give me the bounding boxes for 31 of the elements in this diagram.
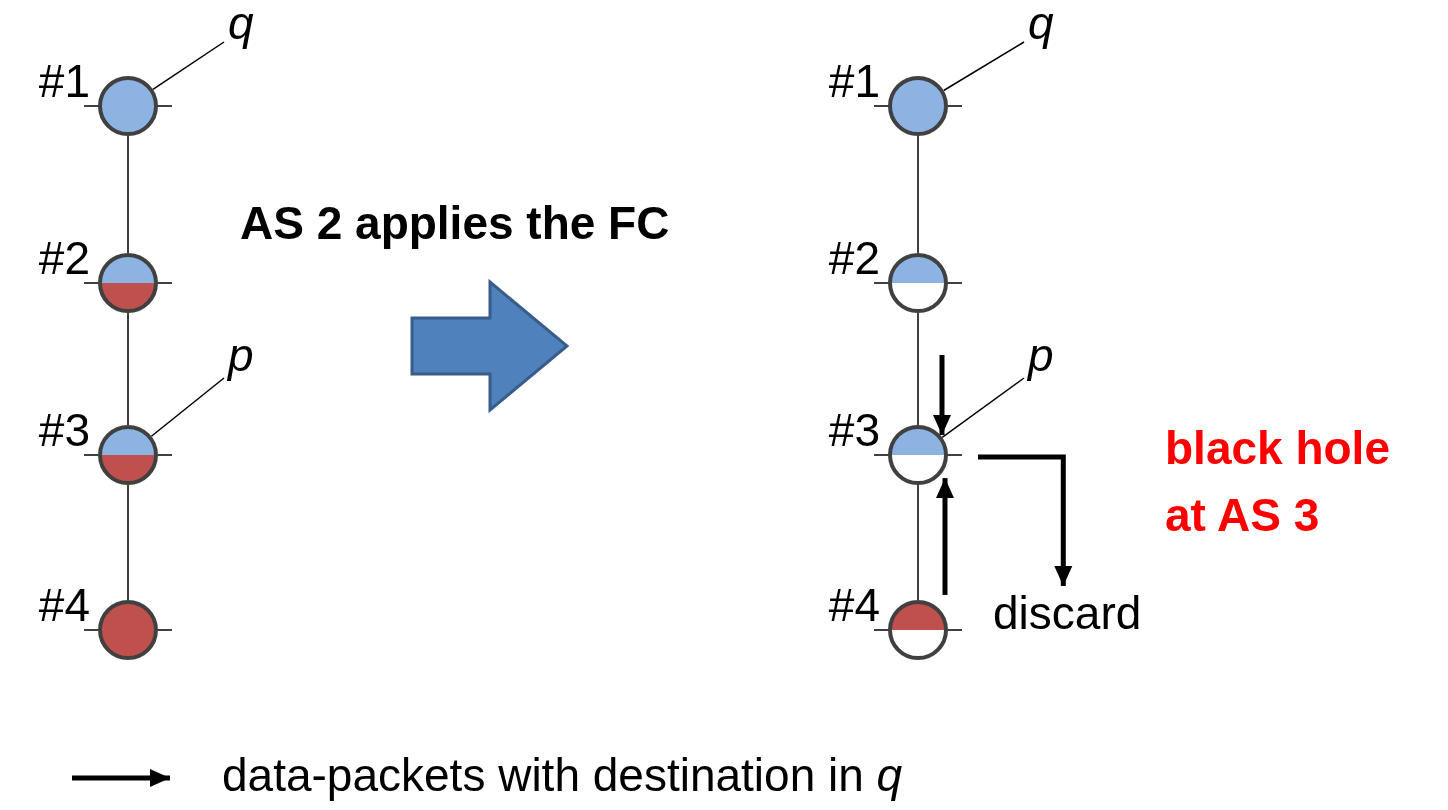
leader-line — [941, 377, 1025, 439]
action-label: discard — [993, 590, 1178, 640]
warning-text: black hole at AS 3 — [1165, 421, 1391, 543]
node-number-label: #4 — [828, 582, 880, 628]
variable-label: q — [228, 0, 262, 50]
packet-arrow — [936, 478, 954, 595]
node-number-label: #3 — [38, 407, 90, 453]
node-circle — [98, 425, 158, 485]
connector-line — [127, 135, 129, 254]
connector-line — [917, 312, 919, 426]
connector-line — [917, 135, 919, 254]
leader-line — [942, 41, 1025, 92]
leader-line — [150, 377, 225, 437]
node-number-label: #3 — [828, 407, 880, 453]
variable-label: p — [1028, 332, 1062, 386]
packet-arrow — [933, 355, 951, 435]
node-circle — [888, 425, 948, 485]
node-circle — [888, 76, 948, 136]
packet-arrow — [978, 454, 1073, 586]
connector-line — [127, 484, 129, 601]
node-number-label: #2 — [38, 235, 90, 281]
node-number-label: #4 — [38, 582, 90, 628]
node-number-label: #2 — [828, 235, 880, 281]
variable-label: q — [1028, 0, 1062, 50]
connector-line — [917, 484, 919, 601]
connector-line — [127, 312, 129, 426]
node-circle — [98, 76, 158, 136]
node-number-label: #1 — [828, 58, 880, 104]
leader-line — [152, 41, 225, 91]
variable-label: p — [228, 332, 262, 386]
node-number-label: #1 — [38, 58, 90, 104]
